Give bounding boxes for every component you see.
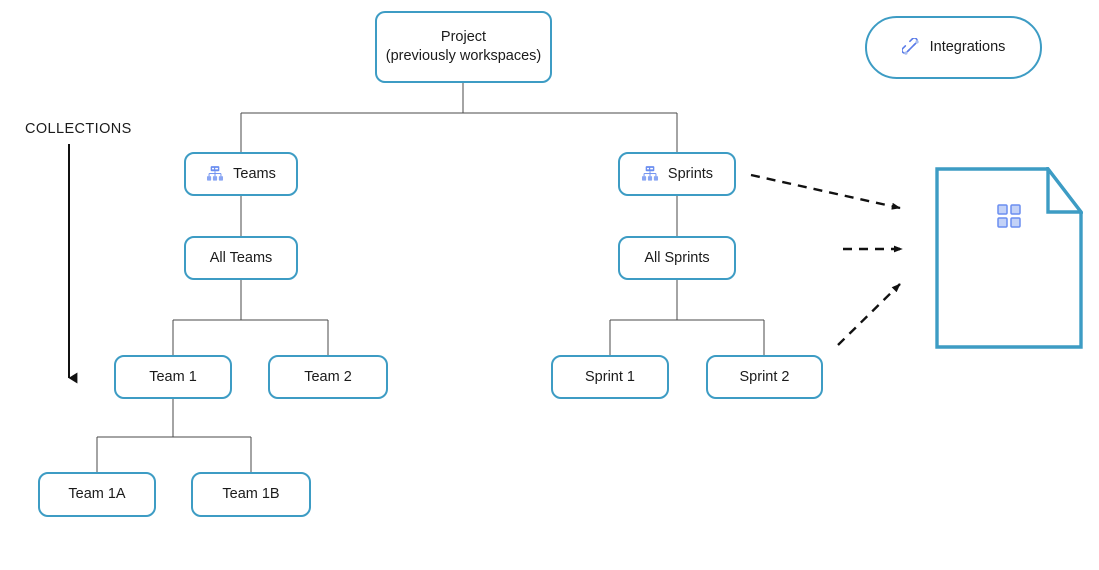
node-teams-label: Teams — [233, 165, 276, 182]
node-all-sprints[interactable]: All Sprints — [618, 236, 736, 280]
hierarchy-icon — [641, 165, 659, 183]
node-team-1[interactable]: Team 1 — [114, 355, 232, 399]
link-chain-icon — [901, 38, 921, 57]
node-integrations-label: Integrations — [929, 39, 1006, 55]
node-project[interactable]: Project (previously workspaces) — [375, 11, 552, 83]
node-team-1b-label: Team 1B — [222, 486, 280, 502]
node-all-teams[interactable]: All Teams — [184, 236, 298, 280]
node-team-2-label: Team 2 — [304, 368, 352, 385]
node-team-1-label: Team 1 — [149, 368, 197, 385]
collections-label: COLLECTIONS — [25, 121, 132, 137]
node-insights[interactable]: Insights (previously Dashboards) — [935, 163, 1085, 349]
dashed-arrow-sprint2-to-insights — [837, 283, 901, 346]
node-team-1a[interactable]: Team 1A — [38, 472, 156, 517]
node-sprint-1-label: Sprint 1 — [585, 368, 635, 385]
hierarchy-icon — [206, 165, 224, 183]
node-sprint-2[interactable]: Sprint 2 — [706, 355, 823, 399]
node-all-teams-label: All Teams — [209, 249, 273, 266]
document-shape — [935, 163, 1085, 349]
node-insights-label: Insights (previously Dashboards) — [1083, 230, 1099, 289]
node-project-label: Project (previously workspaces) — [385, 29, 542, 64]
node-sprint-2-label: Sprint 2 — [739, 368, 790, 385]
node-team-1a-label: Team 1A — [68, 486, 126, 502]
node-team-2[interactable]: Team 2 — [268, 355, 388, 399]
node-sprints[interactable]: Sprints — [618, 152, 736, 196]
node-team-1b[interactable]: Team 1B — [191, 472, 311, 517]
grid-2x2-icon — [996, 203, 1022, 234]
dashed-arrow-sprints-to-insights — [750, 173, 901, 210]
node-teams[interactable]: Teams — [184, 152, 298, 196]
node-integrations[interactable]: Integrations — [865, 16, 1042, 79]
node-sprints-label: Sprints — [667, 165, 714, 182]
node-all-sprints-label: All Sprints — [644, 249, 710, 266]
node-sprint-1[interactable]: Sprint 1 — [551, 355, 669, 399]
